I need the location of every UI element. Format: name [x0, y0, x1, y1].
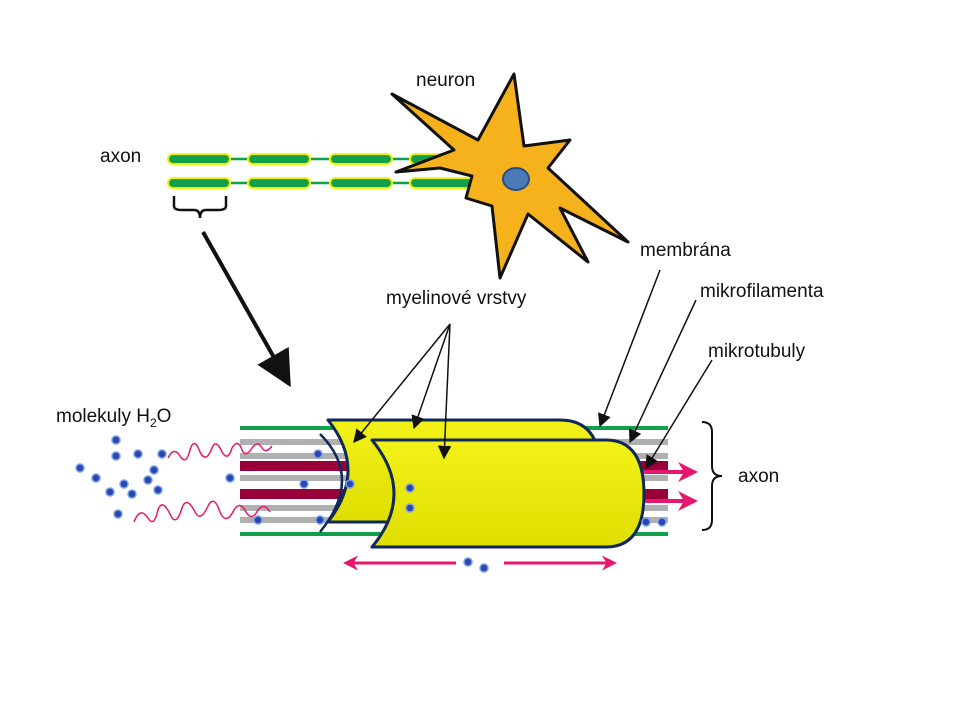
label-membrana: membrána: [640, 240, 731, 261]
pointer-myelin-1: [353, 323, 451, 444]
pointer-mikrofilamenta: [628, 299, 697, 444]
pointer-myelin-3: [437, 323, 452, 460]
label-axon-right: axon: [738, 466, 780, 487]
axon-detail: [75, 418, 723, 573]
label-mikrotubuly: mikrotubuly: [708, 341, 806, 362]
neuron-nucleus: [502, 167, 530, 191]
pointer-lines: [353, 269, 713, 470]
segment-brace: [172, 196, 228, 219]
label-molekuly-prefix: molekuly H: [56, 406, 150, 427]
pointer-membrana: [598, 269, 661, 428]
top-axon-schematic: [167, 153, 480, 388]
label-mikrofilamenta: mikrofilamenta: [700, 281, 824, 302]
water-molecules: [75, 435, 667, 573]
label-myelin: myelinové vrstvy: [386, 288, 527, 309]
label-molekuly-suffix: O: [156, 406, 172, 427]
water-squiggle-2: [133, 500, 271, 523]
water-squiggle-1: [167, 442, 273, 461]
label-molekuly: molekuly H2O: [56, 406, 171, 430]
label-axon-top: axon: [100, 146, 142, 167]
zoom-arrow: [201, 231, 291, 388]
axon-brace: [701, 421, 723, 531]
label-molekuly-sub: 2: [149, 415, 157, 430]
myelin-layer-front: [370, 438, 646, 549]
neuron-cell: [390, 72, 630, 280]
pointer-mikrotubuly: [645, 359, 713, 470]
label-neuron: neuron: [416, 70, 476, 91]
pointer-myelin-2: [411, 323, 451, 430]
